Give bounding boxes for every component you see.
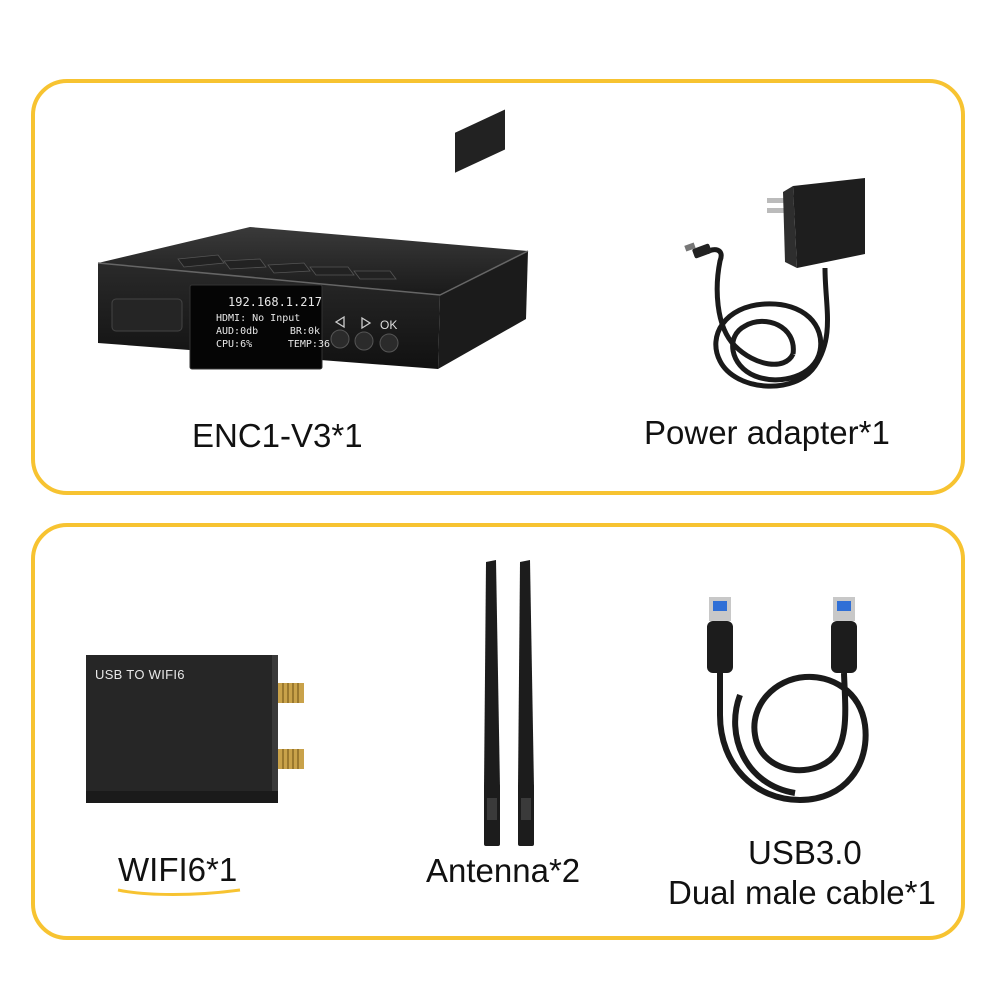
usb-cable-label-line2: Dual male cable*1 (668, 874, 936, 911)
screen-ip: 192.168.1.217 (228, 295, 322, 309)
antenna-image (484, 560, 534, 846)
wifi-module-image (86, 655, 304, 803)
encoder-screen-text: 192.168.1.217 HDMI: No Input AUD:0db BR:… (210, 296, 330, 351)
screen-aud: AUD:0db (216, 326, 259, 337)
usb-cable-image (707, 597, 869, 804)
encoder-label: ENC1-V3*1 (192, 417, 363, 454)
screen-hdmi: HDMI: No Input (216, 313, 301, 324)
screen-br: BR:0k (289, 326, 320, 337)
encoder-ok-label: OK (380, 318, 398, 332)
wifi-case-text: USB TO WIFI6 (95, 667, 185, 682)
wifi-label-underline (117, 888, 241, 896)
encoder-device-image (97, 109, 529, 370)
power-adapter-label: Power adapter*1 (644, 414, 890, 451)
usb-cable-label-line1: USB3.0 (748, 834, 862, 871)
antenna-label: Antenna*2 (426, 852, 581, 889)
screen-temp: TEMP:36 (287, 339, 330, 350)
wifi-label: WIFI6*1 (118, 851, 238, 888)
screen-cpu: CPU:6% (216, 339, 253, 350)
power-adapter-image (684, 178, 865, 389)
